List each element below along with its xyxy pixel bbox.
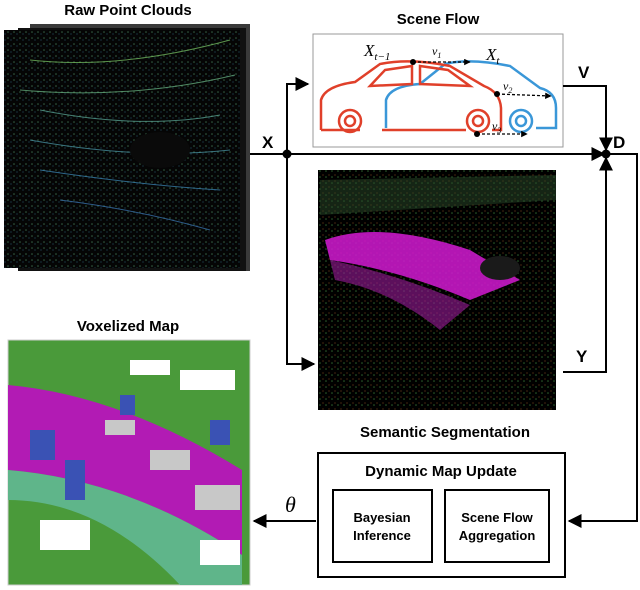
dynamic-map-update-title: Dynamic Map Update	[365, 463, 517, 480]
signal-y-label: Y	[576, 347, 588, 366]
flow-vectors	[410, 58, 552, 138]
voxelized-map-title: Voxelized Map	[77, 318, 179, 335]
v2-label: v2	[503, 79, 512, 95]
signal-d-label: D	[613, 133, 625, 152]
semantic-segmentation-image	[318, 170, 556, 410]
raw-point-cloud-image	[4, 24, 250, 271]
signal-theta-label: θ	[285, 492, 296, 517]
raw-point-clouds-title: Raw Point Clouds	[64, 2, 192, 19]
current-car-outline	[384, 60, 558, 134]
car-cluster-shape	[130, 132, 190, 168]
x-current-label: Xt	[485, 45, 500, 67]
bayesian-line1: Bayesian	[353, 510, 410, 525]
voxelized-map-image	[7, 339, 251, 586]
x-prev-label: Xt−1	[363, 41, 390, 63]
semantic-segmentation-title: Semantic Segmentation	[360, 424, 530, 441]
segmented-car-shape	[480, 256, 520, 280]
signal-x-label: X	[262, 133, 274, 152]
aggregation-line1: Scene Flow	[461, 510, 533, 525]
bayesian-inference-box	[332, 489, 433, 563]
d-junction	[601, 149, 611, 159]
v1-label: v1	[432, 44, 441, 60]
signal-v-label: V	[578, 63, 590, 82]
aggregation-line2: Aggregation	[459, 528, 536, 543]
connectors	[250, 77, 638, 528]
scene-flow-title: Scene Flow	[397, 11, 480, 28]
v3-label: v3	[492, 119, 501, 135]
previous-car-outline	[319, 60, 503, 134]
scene-flow-aggregation-box	[444, 489, 550, 563]
bayesian-line2: Inference	[353, 528, 411, 543]
scene-flow-box	[312, 33, 564, 148]
x-junction	[282, 149, 292, 159]
